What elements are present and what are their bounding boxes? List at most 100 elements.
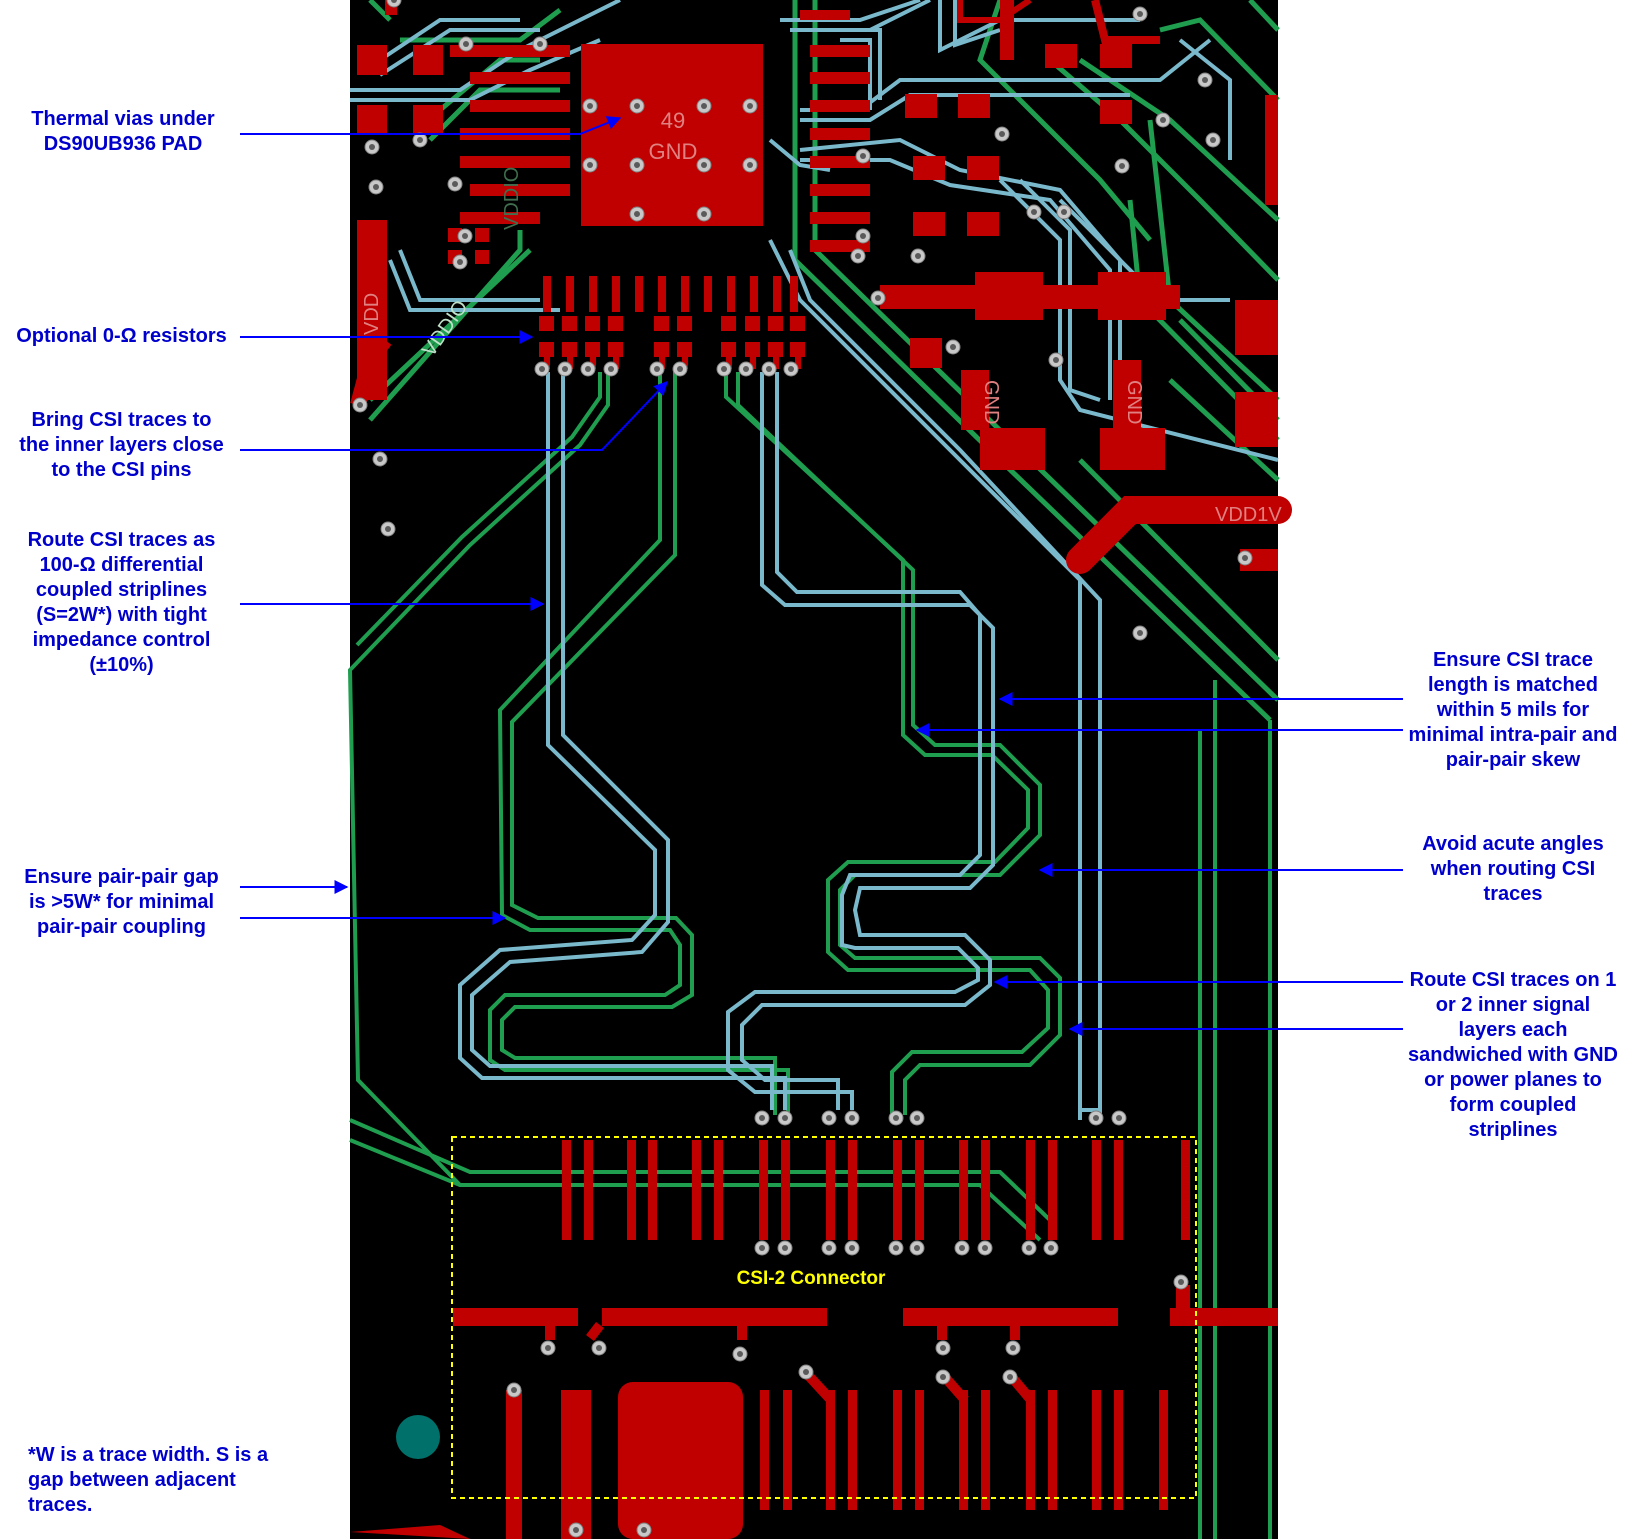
via-hole: [940, 1374, 946, 1380]
via-hole: [940, 1345, 946, 1351]
via-hole: [634, 103, 640, 109]
via-layer: [352, 0, 1253, 1538]
via-hole: [747, 103, 753, 109]
via-hole: [462, 233, 468, 239]
resistor-array: [539, 276, 805, 369]
connector-label: CSI-2 Connector: [737, 1268, 886, 1289]
via-hole: [537, 41, 543, 47]
via-hole: [1202, 77, 1208, 83]
via-hole: [982, 1245, 988, 1251]
via-hole: [701, 162, 707, 168]
via-hole: [875, 295, 881, 301]
via-hole: [788, 366, 794, 372]
pad-number-label: 49: [661, 108, 685, 133]
via-hole: [654, 366, 660, 372]
via-hole: [634, 211, 640, 217]
via-hole: [1007, 1374, 1013, 1380]
gnd-label-2: GND: [1123, 380, 1145, 424]
via-hole: [826, 1115, 832, 1121]
via-hole: [1160, 117, 1166, 123]
via-hole: [855, 253, 861, 259]
via-hole: [357, 402, 363, 408]
via-hole: [914, 1245, 920, 1251]
via-hole: [782, 1245, 788, 1251]
arrow-thermal-vias: [240, 116, 622, 135]
via-hole: [585, 366, 591, 372]
via-hole: [721, 366, 727, 372]
via-hole: [373, 184, 379, 190]
connector-pins-lower: [350, 1285, 1278, 1539]
via-hole: [1210, 137, 1216, 143]
via-hole: [1026, 1245, 1032, 1251]
via-hole: [893, 1245, 899, 1251]
via-hole: [1010, 1345, 1016, 1351]
via-hole: [1116, 1115, 1122, 1121]
via-hole: [803, 1369, 809, 1375]
via-hole: [759, 1115, 765, 1121]
via-hole: [759, 1245, 765, 1251]
via-hole: [959, 1245, 965, 1251]
via-hole: [849, 1115, 855, 1121]
via-hole: [893, 1115, 899, 1121]
via-hole: [860, 153, 866, 159]
via-hole: [377, 456, 383, 462]
connector-pins-upper: [562, 1140, 1190, 1240]
via-hole: [587, 162, 593, 168]
via-hole: [391, 0, 397, 3]
via-hole: [1053, 357, 1059, 363]
via-hole: [914, 1115, 920, 1121]
via-hole: [701, 103, 707, 109]
via-hole: [999, 131, 1005, 137]
via-hole: [562, 366, 568, 372]
via-hole: [417, 137, 423, 143]
annotation-length-match: Ensure CSI trace length is matched withi…: [1408, 649, 1618, 771]
via-hole: [511, 1387, 517, 1393]
via-hole: [1137, 630, 1143, 636]
via-hole: [849, 1245, 855, 1251]
annotation-thermal-vias: Thermal vias under DS90UB936 PAD: [31, 108, 215, 155]
fiducial-marker: [396, 1415, 440, 1459]
board-background: [350, 0, 1278, 1539]
via-hole: [1048, 1245, 1054, 1251]
annotation-arrows: [240, 116, 1403, 1036]
via-hole: [1242, 555, 1248, 561]
connector-outline: [451, 1136, 1197, 1499]
via-hole: [634, 162, 640, 168]
via-hole: [743, 366, 749, 372]
via-hole: [1178, 1279, 1184, 1285]
vdd-label: VDD: [361, 293, 383, 335]
via-hole: [573, 1527, 579, 1533]
arrow-bring-csi: [240, 380, 668, 451]
annotation-footnote: *W is a trace width. S is a gap between …: [28, 1444, 269, 1516]
via-hole: [1031, 209, 1037, 215]
via-hole: [766, 366, 772, 372]
via-hole: [539, 366, 545, 372]
via-hole: [737, 1351, 743, 1357]
via-hole: [385, 526, 391, 532]
annotation-optional-resistors: Optional 0-Ω resistors: [16, 325, 227, 347]
via-hole: [641, 1527, 647, 1533]
pad-net-label: GND: [649, 139, 698, 164]
upper-red-pads: [350, 0, 1292, 574]
via-hole: [596, 1345, 602, 1351]
via-hole: [452, 181, 458, 187]
annotation-pair-gap: Ensure pair-pair gap is >5W* for minimal…: [24, 866, 219, 938]
annotation-route-striplines: Route CSI traces as 100-Ω differential c…: [27, 529, 216, 676]
via-hole: [950, 344, 956, 350]
via: [386, 0, 402, 8]
via-hole: [1137, 11, 1143, 17]
via-hole: [915, 253, 921, 259]
ic-thermal-pad: 49 GND: [581, 44, 763, 226]
via-hole: [677, 366, 683, 372]
annotation-bring-csi: Bring CSI traces to the inner layers clo…: [19, 409, 224, 481]
gnd-label-1: GND: [980, 380, 1002, 424]
via-hole: [457, 259, 463, 265]
via-hole: [545, 1345, 551, 1351]
annotation-acute-angles: Avoid acute angles when routing CSI trac…: [1422, 833, 1604, 905]
via-hole: [826, 1245, 832, 1251]
via-hole: [369, 144, 375, 150]
via-hole: [1119, 163, 1125, 169]
via-hole: [747, 162, 753, 168]
via-hole: [587, 103, 593, 109]
